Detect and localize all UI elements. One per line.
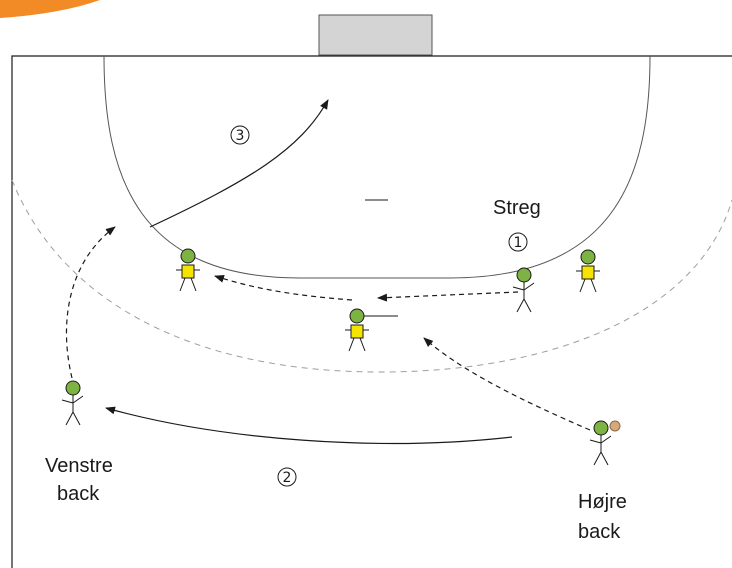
step-2-label: 2	[283, 470, 292, 486]
attacker-left-back	[61, 380, 84, 426]
label-venstre-back: back	[57, 483, 100, 505]
left-back-run-arrow	[65, 226, 116, 379]
defender-shift-arrow	[214, 274, 353, 301]
shot-arrow	[149, 99, 329, 228]
goal-area-line	[103, 55, 651, 279]
label-streg: Streg	[493, 197, 541, 219]
court-boundary	[11, 55, 732, 568]
brand-accent-corner	[0, 0, 100, 18]
step-marker-2: 2	[277, 467, 297, 487]
label-hojre: Højre	[578, 491, 627, 513]
step-3-label: 3	[236, 128, 245, 144]
step-marker-3: 3	[230, 125, 250, 145]
attacker-right-back	[589, 420, 612, 466]
free-throw-line	[11, 179, 732, 373]
attacker-pivot	[512, 267, 535, 313]
pivot-run-arrow	[377, 291, 519, 302]
pass-arrow	[105, 406, 513, 445]
step-marker-1: 1	[508, 232, 528, 252]
label-venstre: Venstre	[45, 455, 113, 477]
defender-center	[345, 308, 369, 352]
goal	[318, 14, 433, 56]
defender-left	[176, 248, 200, 292]
label-hojre-back: back	[578, 521, 621, 543]
defender-right	[576, 249, 600, 293]
step-1-label: 1	[514, 235, 523, 251]
ball-icon	[609, 420, 621, 432]
right-back-run-arrow	[423, 337, 591, 431]
